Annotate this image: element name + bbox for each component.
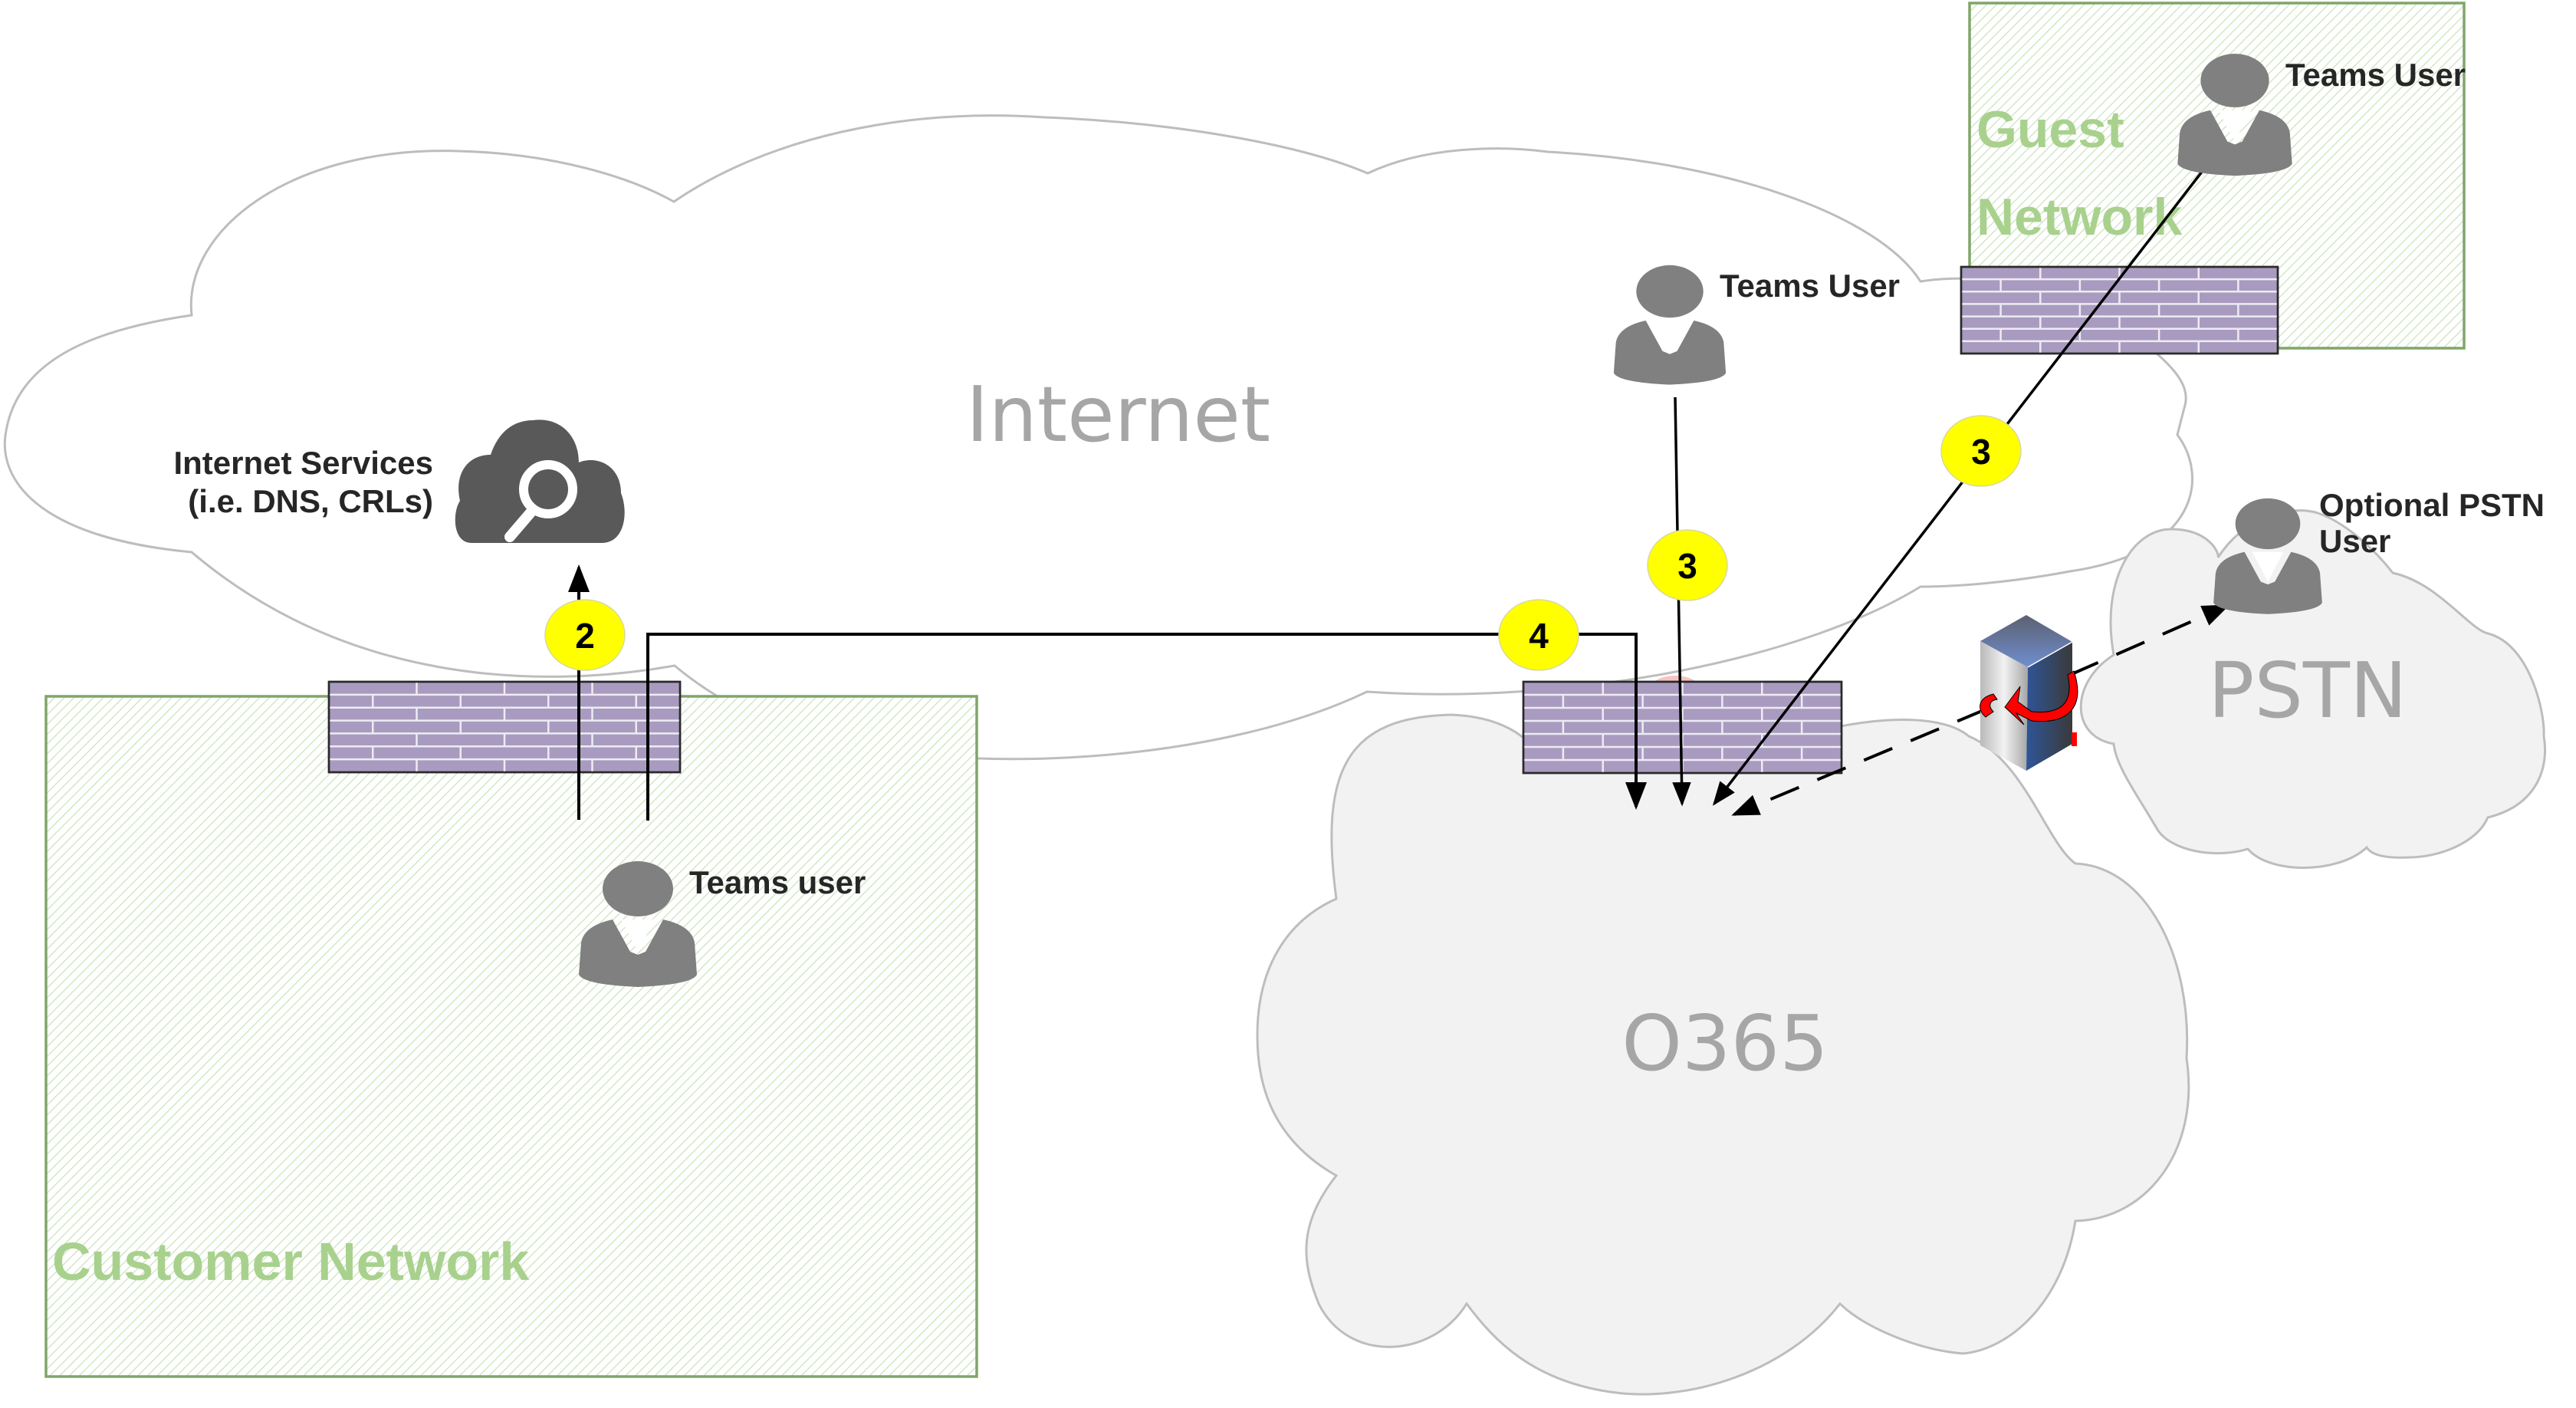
flow-3-internet-line	[1672, 396, 1691, 807]
step-3-internet-badge: 3	[1647, 529, 1728, 601]
customer-firewall	[327, 680, 682, 774]
flow-3-guest-line	[1712, 170, 2203, 806]
o365-cloud: O365	[1256, 713, 2190, 1396]
pstn-user: Optional PSTN User	[2213, 487, 2545, 614]
guest-network-label-line1: Guest	[1976, 100, 2124, 159]
guest-network-label-line2: Network	[1976, 188, 2182, 246]
customer-user-label: Teams user	[689, 864, 866, 900]
pstn-user-label-line2: User	[2319, 523, 2390, 559]
gateway-to-pstn-user-dashed-line	[2069, 604, 2230, 676]
firewall-outline	[327, 680, 682, 774]
internet-teams-user: Teams User	[1613, 265, 1900, 385]
svg-text:2: 2	[575, 616, 595, 656]
person-collar	[2252, 551, 2284, 582]
person-collar	[1654, 321, 1686, 351]
customer-network-zone: Customer Network	[44, 695, 978, 1378]
internet-services-label-line1: Internet Services	[173, 445, 433, 481]
person-collar	[2218, 110, 2252, 142]
cloud-search-icon	[455, 419, 625, 543]
pstn-user-label-line1: Optional PSTN	[2319, 487, 2545, 523]
svg-text:3: 3	[1677, 546, 1697, 586]
guest-teams-user: Teams User	[2177, 54, 2466, 176]
o365-label: O365	[1622, 998, 1829, 1088]
customer-network-label: Customer Network	[52, 1232, 529, 1291]
person-collar	[621, 919, 655, 952]
pstn-label: PSTN	[2208, 646, 2407, 735]
firewall-body	[327, 680, 682, 774]
pstn-to-o365-dashed-line	[1731, 708, 1986, 816]
server-icon	[1980, 615, 2078, 771]
pstn-cloud: PSTN	[2079, 509, 2547, 869]
internet-services-label-line2: (i.e. DNS, CRLs)	[188, 483, 433, 519]
internet-user-label: Teams User	[1720, 268, 1900, 304]
step-4-badge: 4	[1498, 599, 1579, 671]
guest-user-label: Teams User	[2285, 57, 2466, 93]
step-3-guest-badge: 3	[1940, 415, 2022, 487]
step-2-badge: 2	[544, 599, 626, 671]
customer-teams-user: Teams user	[579, 861, 866, 987]
guest-firewall	[1960, 265, 2279, 355]
internet-label: Internet	[966, 370, 1270, 459]
svg-text:4: 4	[1529, 616, 1549, 656]
svg-text:3: 3	[1971, 432, 1991, 472]
flow-4-line	[646, 633, 1647, 821]
firewall-outline	[1960, 265, 2279, 355]
